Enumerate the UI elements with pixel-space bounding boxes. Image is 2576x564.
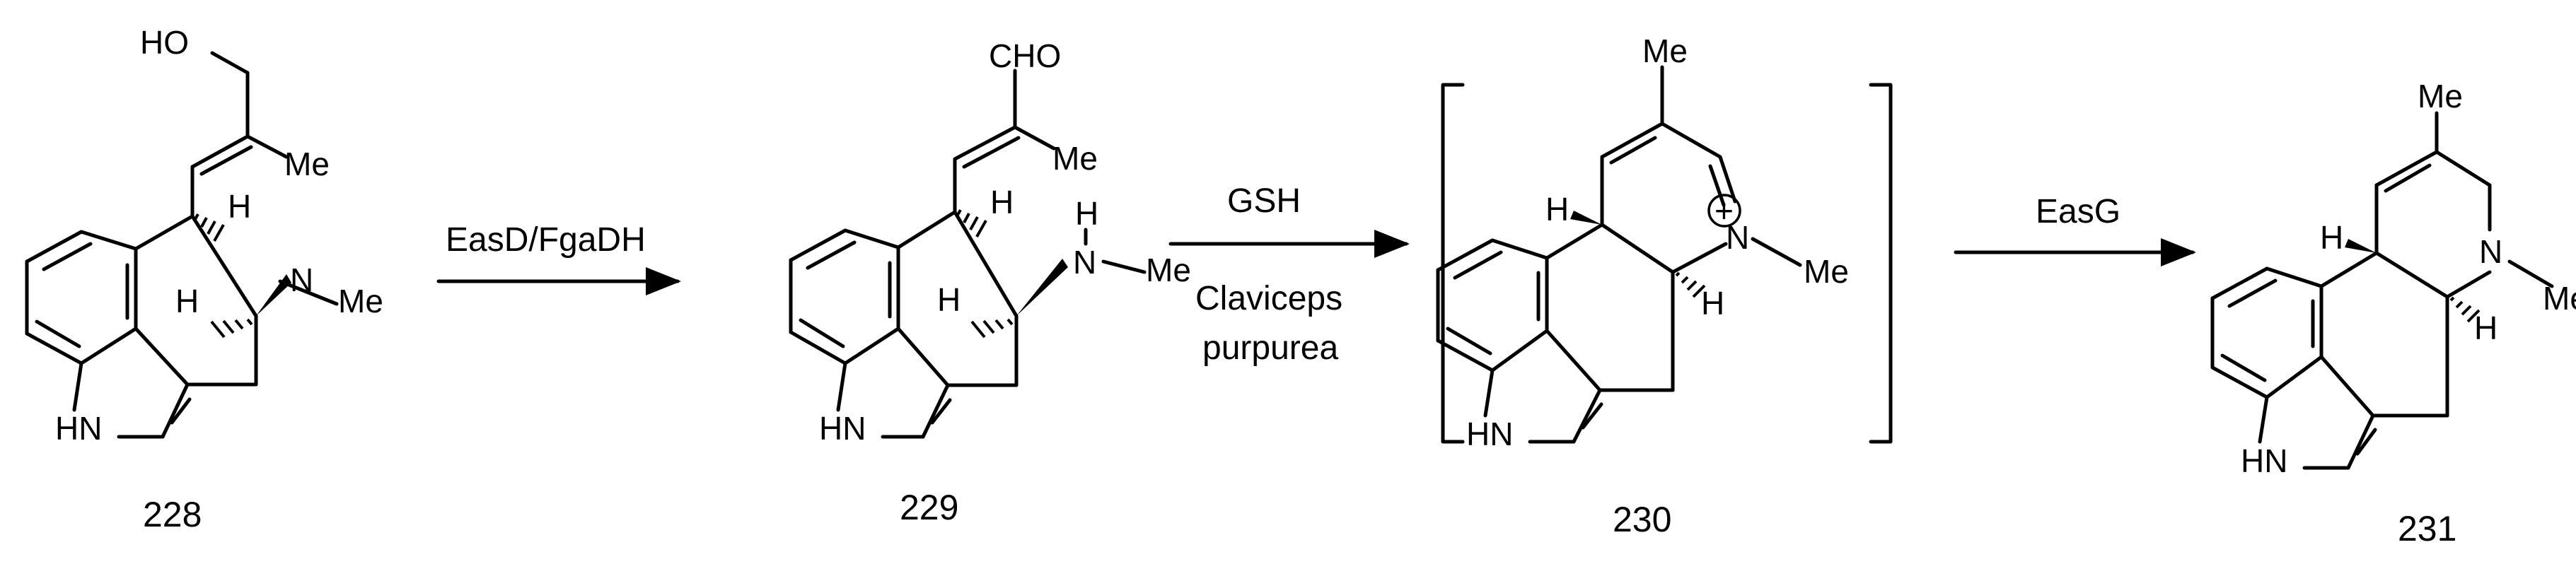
- compound-228-number: 228: [143, 495, 202, 534]
- compound-231-bonds: [2210, 111, 2554, 470]
- compound-230-bonds: [1436, 65, 1802, 444]
- reaction-step-2-organism-line-1: Claviceps: [1195, 280, 1342, 317]
- compound-229-wedge-amine: [1016, 259, 1068, 316]
- compound-230-h-ring-label: H: [1701, 285, 1724, 322]
- compound-228-hash-upper: [194, 213, 225, 242]
- reaction-step-2-organism-line-2: purpurea: [1202, 329, 1338, 367]
- compound-230-wedge-bridge-h: [1570, 211, 1602, 225]
- reaction-step-2: GSH Claviceps purpurea: [1168, 182, 1410, 367]
- compound-230-brackets: [1441, 83, 1893, 444]
- reaction-step-3-reagent: EasG: [2036, 193, 2120, 230]
- compound-228-hash-lower: [210, 318, 253, 339]
- compound-230-hash-ring-h: [1675, 271, 1706, 298]
- compound-228-indole-nh-label: HN: [55, 410, 102, 447]
- compound-228-h-lower-label: H: [175, 283, 199, 319]
- compound-230-indole-nh-label: HN: [1466, 416, 1513, 452]
- compound-230-h-bridge-label: H: [1545, 191, 1569, 228]
- compound-229-hash-lower: [970, 318, 1014, 339]
- compound-231-amine-label: N: [2479, 233, 2502, 270]
- compound-228-bonds: [25, 51, 339, 439]
- compound-230-charge-circle: [1707, 194, 1741, 228]
- compound-230-number: 230: [1613, 500, 1671, 539]
- compound-231-indole-nh-label: HN: [2241, 442, 2287, 479]
- reaction-step-3: EasG: [1954, 193, 2196, 266]
- compound-230: + Me H N Me H HN 230: [1436, 33, 1893, 539]
- compound-231-n-methyl-label: Me: [2543, 280, 2576, 317]
- compound-231-methyl-label: Me: [2418, 78, 2463, 114]
- compound-228-hydroxyl-label: HO: [140, 24, 189, 61]
- compound-229-amine-h-label: H: [1075, 195, 1098, 232]
- compound-231-wedge-bridge-h: [2345, 239, 2377, 253]
- compound-229-methyl-label: Me: [1052, 140, 1098, 177]
- reaction-step-1: EasD/FgaDH: [436, 221, 681, 295]
- reaction-step-2-reagent: GSH: [1227, 182, 1301, 220]
- compound-228: HO Me H H N Me HN 228: [25, 24, 383, 534]
- compound-229-n-methyl-label: Me: [1146, 252, 1191, 288]
- compound-231-h-bridge-label: H: [2320, 219, 2343, 256]
- compound-229-indole-nh-label: HN: [819, 410, 866, 447]
- compound-229-h-lower-label: H: [937, 281, 961, 318]
- compound-231-number: 231: [2398, 509, 2456, 548]
- compound-230-charge-label: +: [1715, 192, 1734, 229]
- compound-228-n-methyl-label: Me: [338, 283, 383, 319]
- compound-228-methyl-label: Me: [284, 146, 330, 182]
- compound-229-amine-label: N: [1073, 244, 1096, 281]
- compound-231: Me H N Me H HN 231: [2210, 78, 2576, 548]
- compound-229-aldehyde-label: CHO: [989, 37, 1061, 74]
- compound-231-hash-ring-h: [2449, 296, 2481, 323]
- compound-229-number: 229: [900, 488, 958, 527]
- compound-230-methyl-label: Me: [1642, 33, 1688, 69]
- compound-229-hash-upper: [956, 209, 987, 237]
- compound-230-iminium-label: N: [1726, 219, 1749, 256]
- compound-229-bonds: [789, 69, 1147, 439]
- reaction-step-1-reagent: EasD/FgaDH: [446, 221, 646, 259]
- compound-228-amine-label: N: [290, 262, 313, 298]
- compound-228-wedge-amine: [256, 274, 291, 316]
- compound-229-h-upper-label: H: [990, 184, 1014, 221]
- compound-229: CHO Me H H N Me H HN 229: [789, 37, 1191, 527]
- compound-231-h-ring-label: H: [2474, 310, 2497, 346]
- compound-228-h-upper-label: H: [228, 188, 251, 225]
- compound-230-n-methyl-label: Me: [1804, 253, 1849, 290]
